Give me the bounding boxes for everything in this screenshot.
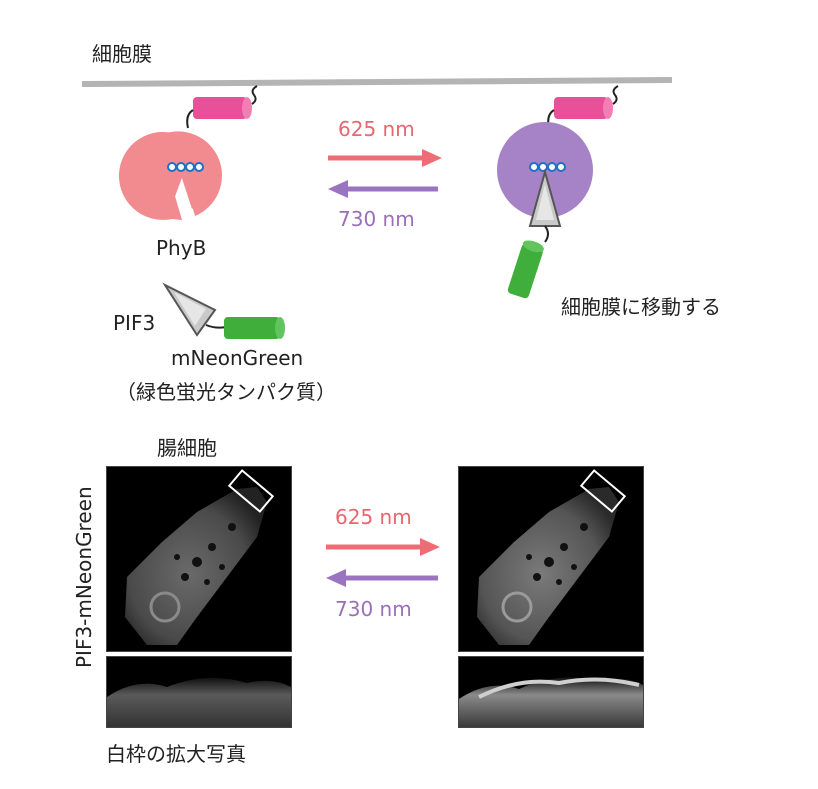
phyb-red-state [118,131,223,220]
wavelength-730-top: 730 nm [338,207,415,231]
arrow-forward-top [328,149,442,167]
phyb-label: PhyB [156,236,207,260]
wavelength-730-bottom: 730 nm [335,597,412,621]
membrane-anchor-right [547,85,619,129]
arrow-reverse-bottom [326,569,438,587]
wavelength-625-top: 625 nm [338,117,415,141]
mneongreen-bound [507,240,544,299]
arrow-forward-bottom [326,538,440,556]
zoom-strip-after [458,656,644,728]
zoom-box-before [227,469,275,513]
chromophore-right [529,162,566,172]
cell-membrane-label: 細胞膜 [92,42,152,66]
translocation-label: 細胞膜に移動する [561,295,721,319]
pif3-label: PIF3 [113,311,156,335]
zoom-strip-before [106,656,292,728]
membrane-anchor-left [186,85,258,129]
zoom-box-after [579,469,627,513]
vertical-construct-label: PIF3-mNeonGreen [72,486,96,668]
membrane-line [81,77,673,87]
micrograph-before [106,466,292,652]
mneongreen-free [224,317,285,339]
micrograph-after [458,466,644,652]
chromophore-left [167,162,204,172]
cell-type-label: 腸細胞 [157,436,217,460]
arrow-reverse-top [328,180,438,198]
zoom-caption: 白枠の拡大写真 [106,742,246,766]
mneongreen-label: mNeonGreen [171,346,304,370]
mneongreen-note: （緑色蛍光タンパク質） [116,380,336,404]
wavelength-625-bottom: 625 nm [335,505,412,529]
